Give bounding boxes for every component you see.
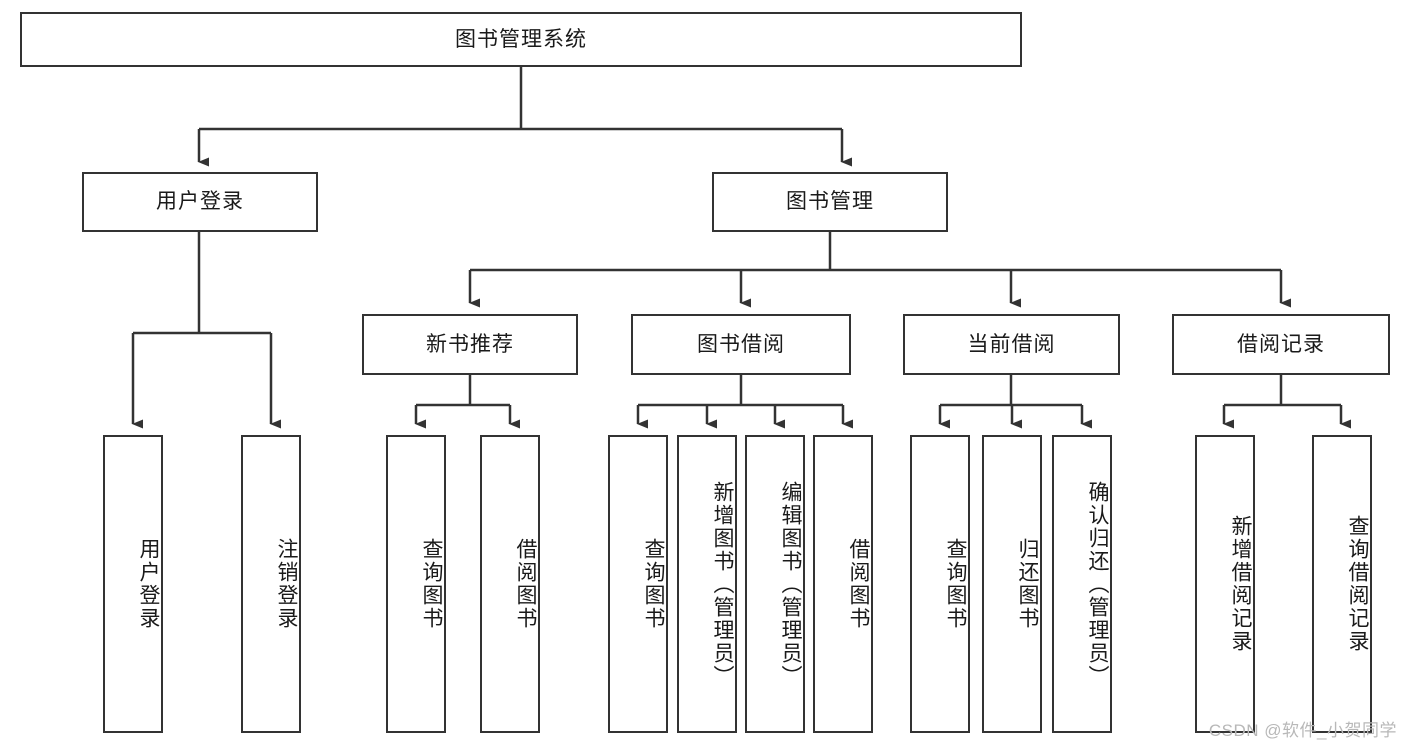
node-current-borrow-label: 当前借阅 [967,332,1056,356]
node-leaf-borrow-book-1[interactable]: 借阅图书 [480,435,540,733]
node-leaf-edit-book-label: 编辑图书（管理员） [779,480,802,688]
node-new-book-rec[interactable]: 新书推荐 [362,314,578,375]
node-leaf-add-record-label: 新增借阅记录 [1229,515,1252,653]
node-root-label: 图书管理系统 [455,27,587,51]
node-leaf-confirm-return-label: 确认归还（管理员） [1086,480,1109,688]
node-book-manage[interactable]: 图书管理 [712,172,948,232]
node-leaf-add-book[interactable]: 新增图书（管理员） [677,435,737,733]
node-leaf-query-book-3-label: 查询图书 [944,538,967,630]
node-leaf-query-book-2-label: 查询图书 [642,538,665,630]
node-user-login[interactable]: 用户登录 [82,172,318,232]
csdn-watermark: CSDN @软件_小贺同学 [1208,721,1397,740]
node-book-borrow[interactable]: 图书借阅 [631,314,851,375]
node-leaf-logout-label: 注销登录 [275,538,298,630]
node-leaf-return-book[interactable]: 归还图书 [982,435,1042,733]
node-leaf-edit-book[interactable]: 编辑图书（管理员） [745,435,805,733]
node-leaf-query-book-1-label: 查询图书 [420,538,443,630]
node-leaf-borrow-book-2-label: 借阅图书 [847,538,870,630]
node-leaf-query-book-1[interactable]: 查询图书 [386,435,446,733]
node-book-borrow-label: 图书借阅 [697,332,785,356]
node-current-borrow[interactable]: 当前借阅 [903,314,1120,375]
node-root[interactable]: 图书管理系统 [20,12,1022,67]
node-leaf-add-record[interactable]: 新增借阅记录 [1195,435,1255,733]
node-leaf-logout[interactable]: 注销登录 [241,435,301,733]
node-new-book-rec-label: 新书推荐 [426,332,514,356]
node-borrow-record-label: 借阅记录 [1237,332,1325,356]
node-leaf-return-book-label: 归还图书 [1016,538,1039,630]
node-leaf-query-book-3[interactable]: 查询图书 [910,435,970,733]
node-book-manage-label: 图书管理 [786,190,874,214]
node-leaf-user-login[interactable]: 用户登录 [103,435,163,733]
node-user-login-label: 用户登录 [156,190,244,214]
node-leaf-add-book-label: 新增图书（管理员） [711,480,734,688]
node-leaf-query-record[interactable]: 查询借阅记录 [1312,435,1372,733]
node-leaf-query-record-label: 查询借阅记录 [1346,515,1369,653]
node-borrow-record[interactable]: 借阅记录 [1172,314,1390,375]
node-leaf-confirm-return[interactable]: 确认归还（管理员） [1052,435,1112,733]
node-leaf-borrow-book-2[interactable]: 借阅图书 [813,435,873,733]
node-leaf-borrow-book-1-label: 借阅图书 [514,538,537,630]
node-leaf-query-book-2[interactable]: 查询图书 [608,435,668,733]
node-leaf-user-login-label: 用户登录 [137,538,160,630]
